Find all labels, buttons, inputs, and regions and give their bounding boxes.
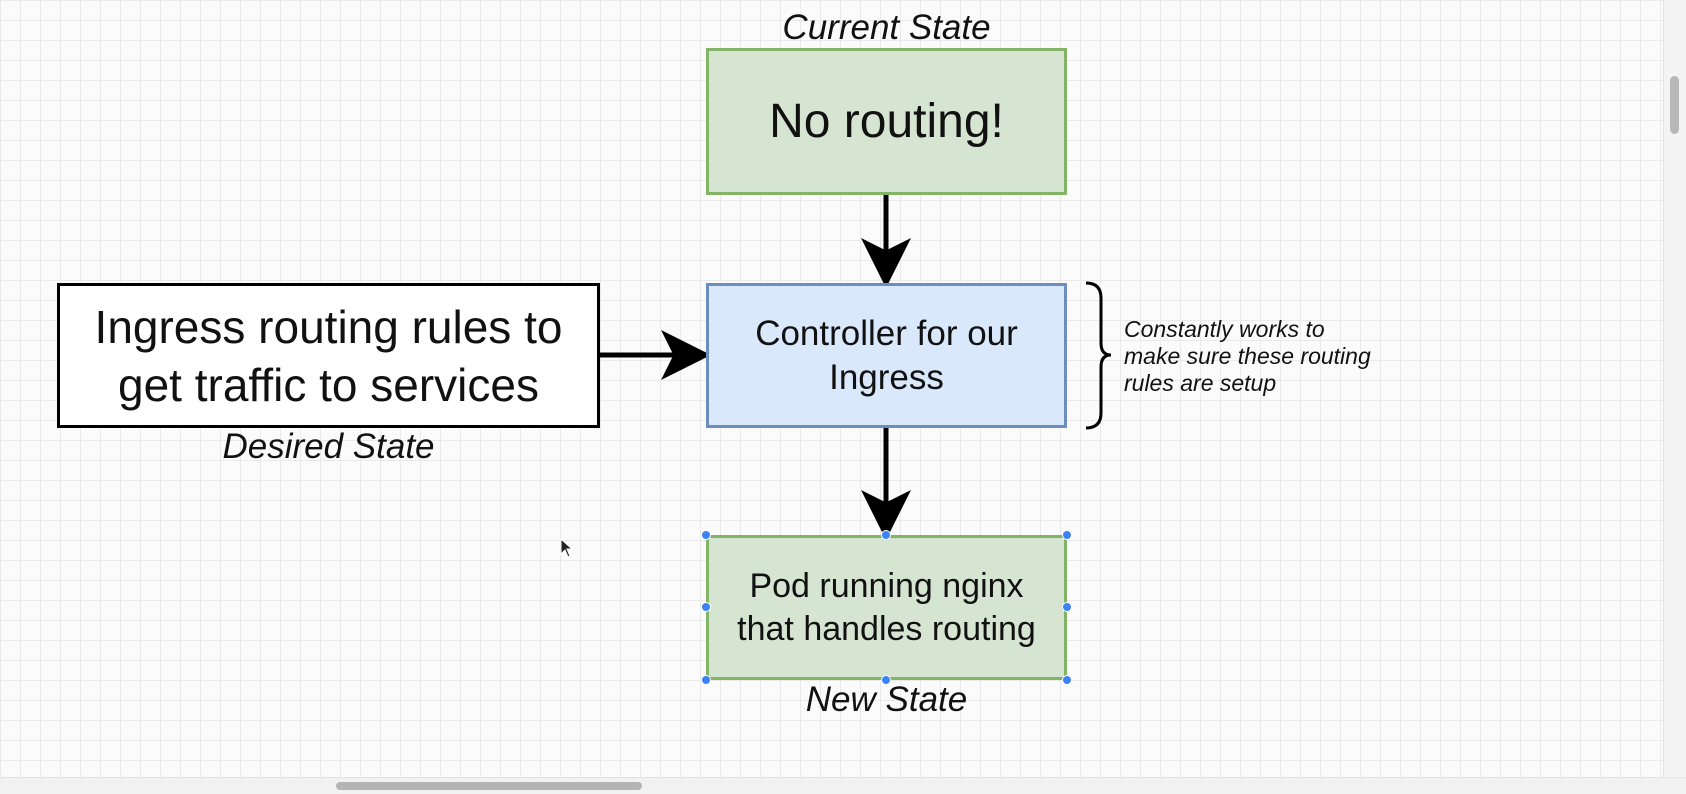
- new-state-box[interactable]: Pod running nginx that handles routing: [706, 535, 1067, 680]
- selection-handle-bottom[interactable]: [881, 675, 891, 685]
- horizontal-scrollbar-thumb[interactable]: [336, 782, 642, 790]
- controller-note: Constantly works to make sure these rout…: [1124, 316, 1371, 396]
- controller-box[interactable]: Controller for our Ingress: [706, 283, 1067, 428]
- desired-state-text: Ingress routing rules to get traffic to …: [94, 300, 563, 411]
- selection-handle-right[interactable]: [1062, 602, 1072, 612]
- desired-state-box[interactable]: Ingress routing rules to get traffic to …: [57, 283, 600, 428]
- new-state-text: Pod running nginx that handles routing: [737, 566, 1036, 648]
- cursor-icon: [560, 538, 574, 558]
- horizontal-scrollbar[interactable]: [0, 777, 1686, 794]
- selection-handle-bottom-right[interactable]: [1062, 675, 1072, 685]
- curly-brace: [1085, 281, 1112, 430]
- selection-handle-top-left[interactable]: [701, 530, 711, 540]
- current-state-text: No routing!: [769, 95, 1004, 148]
- selection-handle-left[interactable]: [701, 602, 711, 612]
- selection-handle-top-right[interactable]: [1062, 530, 1072, 540]
- current-state-box[interactable]: No routing!: [706, 48, 1067, 195]
- current-state-label: Current State: [782, 8, 991, 47]
- selection-handle-top[interactable]: [881, 530, 891, 540]
- new-state-label: New State: [805, 680, 968, 719]
- vertical-scrollbar[interactable]: [1663, 0, 1686, 778]
- desired-state-label: Desired State: [222, 427, 435, 466]
- controller-text: Controller for our Ingress: [755, 313, 1018, 397]
- selection-handle-bottom-left[interactable]: [701, 675, 711, 685]
- vertical-scrollbar-thumb[interactable]: [1670, 76, 1679, 134]
